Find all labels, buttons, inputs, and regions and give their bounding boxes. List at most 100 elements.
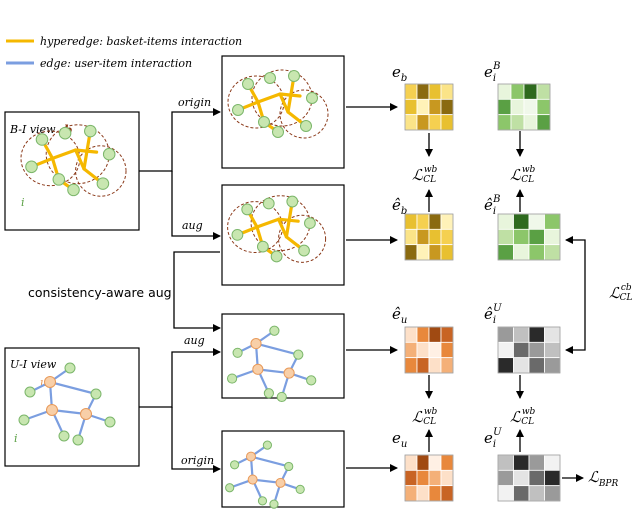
hyperedge-path: [82, 129, 92, 171]
matrix-cell: [513, 485, 530, 502]
graph-box-ui-aug: [221, 313, 345, 399]
matrix-cell: [497, 114, 512, 131]
item-node: [272, 126, 284, 138]
matrix-cell: [404, 114, 418, 131]
matrix-cell: [440, 454, 454, 471]
label-e-b: eb: [392, 63, 407, 84]
item-node: [24, 386, 36, 398]
matrix-cell: [513, 357, 530, 374]
ui-aug-graph: [226, 325, 317, 403]
matrix-cell: [497, 454, 514, 471]
item-node: [269, 325, 280, 336]
matrix-cell: [416, 357, 430, 374]
item-node: [58, 126, 72, 140]
matrix-cell: [528, 326, 545, 343]
matrix-cell: [544, 469, 561, 487]
cb-connector: [565, 236, 586, 354]
item-node: [230, 460, 240, 470]
user-node: [44, 376, 56, 388]
matrix-cell: [528, 213, 545, 230]
matrix-cell: [510, 83, 525, 100]
branch-label-origin-bottom: origin: [181, 454, 214, 467]
user-node: [247, 474, 258, 485]
branch-label-origin-top: origin: [178, 96, 211, 109]
item-node: [304, 217, 316, 230]
matrix-cell: [428, 485, 442, 502]
hyperedge-path: [284, 199, 294, 239]
matrix-border: [497, 454, 561, 502]
matrix-cell: [416, 228, 430, 246]
matrix-ehat-u: [404, 326, 454, 374]
matrix-border: [404, 454, 454, 502]
matrix-cell: [416, 485, 430, 502]
item-node: [293, 349, 304, 360]
item-node: [35, 133, 49, 146]
user-node: [283, 367, 295, 379]
matrix-cell: [428, 341, 442, 359]
user-node: [46, 404, 58, 416]
hyperedge-circle: [279, 89, 329, 139]
item-node: [264, 72, 276, 84]
matrix-cell: [544, 326, 561, 343]
consistency-label: consistency-aware aug: [28, 285, 172, 300]
legend-edge-label: edge: user-item interaction: [40, 57, 192, 70]
matrix-cell: [544, 485, 561, 502]
embedding-arrows: [346, 103, 398, 472]
item-node: [232, 347, 243, 358]
label-e-u: eu: [392, 429, 407, 450]
matrix-cell: [440, 114, 454, 131]
matrix-cell: [428, 228, 442, 246]
matrix-cell: [404, 244, 418, 261]
matrix-cell: [416, 114, 430, 131]
matrix-cell: [497, 213, 514, 230]
branch-label-aug-top: aug: [182, 219, 203, 232]
label-ehat-iB: êiB: [484, 194, 500, 217]
item-node: [262, 197, 275, 210]
loss-arrows: [425, 131, 524, 452]
matrix-cell: [440, 357, 454, 374]
matrix-cell: [528, 357, 545, 374]
user-node: [245, 451, 257, 462]
matrix-cell: [416, 213, 430, 230]
matrix-cell: [440, 469, 454, 487]
matrix-cell: [428, 357, 442, 374]
ui-view-panel: U-I view u i: [4, 347, 140, 467]
user-node: [275, 477, 286, 488]
item-node: [64, 362, 76, 374]
matrix-cell: [513, 469, 530, 487]
bi-view-title: B-I view: [9, 123, 56, 136]
matrix-e-u: [404, 454, 454, 502]
user-node: [80, 408, 92, 420]
matrix-cell: [536, 83, 551, 100]
matrix-border: [404, 213, 454, 261]
embedding-labels: eb eiB êb êiB êu êiU eu eiU: [392, 61, 502, 450]
matrix-cell: [544, 244, 561, 261]
matrix-cell: [544, 357, 561, 374]
matrix-cell: [440, 485, 454, 502]
item-node: [90, 388, 102, 400]
matrix-cell: [497, 357, 514, 374]
matrix-cell: [513, 244, 530, 261]
item-node: [300, 120, 312, 132]
label-e-iU: eiU: [484, 427, 502, 450]
item-node: [102, 147, 116, 161]
matrix-cell: [536, 98, 551, 116]
label-ehat-b: êb: [392, 196, 407, 217]
matrix-cell: [544, 341, 561, 359]
interaction-edge: [49, 380, 97, 396]
matrix-e-i-B: [497, 83, 551, 131]
matrix-cell: [440, 83, 454, 100]
matrix-cell: [513, 454, 530, 471]
item-node: [225, 483, 235, 493]
matrix-border: [497, 213, 561, 261]
matrix-ehat-i-U: [497, 326, 561, 374]
label-e-iB: eiB: [484, 61, 500, 84]
ui-view-u-label: u: [40, 376, 47, 389]
matrix-cell: [416, 341, 430, 359]
matrix-cell: [497, 469, 514, 487]
item-node: [226, 373, 238, 384]
matrix-cell: [416, 98, 430, 116]
matrix-cell: [497, 228, 514, 246]
